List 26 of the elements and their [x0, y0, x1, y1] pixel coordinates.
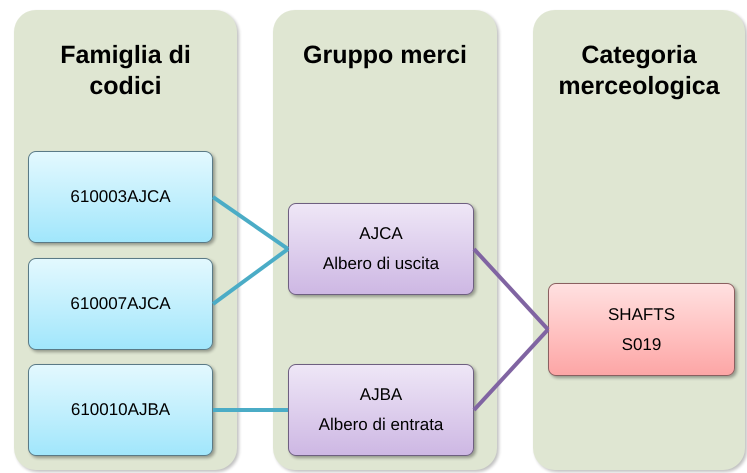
code-box	[28, 151, 213, 243]
group-box	[288, 364, 474, 456]
column-heading: Gruppo merci	[303, 40, 467, 71]
column-heading: Famiglia di codici	[59, 40, 192, 102]
column-panel	[533, 10, 745, 470]
box-title: 610010AJBA	[70, 399, 170, 421]
box-title: 610007AJCA	[70, 293, 171, 315]
group-box	[288, 203, 474, 295]
connector-line	[213, 408, 288, 412]
connector-line	[212, 247, 290, 306]
code-box	[28, 364, 213, 456]
box-title: 610003AJCA	[70, 186, 171, 208]
code-box	[28, 258, 213, 350]
connector-line	[212, 195, 290, 251]
box-title: AJBA	[360, 384, 402, 406]
box-subtitle: Albero di uscita	[322, 253, 440, 275]
box-title: AJCA	[359, 223, 403, 245]
connector-line	[472, 248, 550, 331]
column-panel	[273, 10, 497, 470]
box-title: SHAFTS	[608, 304, 676, 326]
category-box	[548, 283, 735, 376]
column-heading: Categoria merceologica	[557, 40, 721, 102]
box-subtitle: S019	[622, 334, 662, 356]
connector-line	[472, 328, 550, 412]
column-panel	[14, 10, 237, 470]
box-subtitle: Albero di entrata	[318, 414, 444, 436]
